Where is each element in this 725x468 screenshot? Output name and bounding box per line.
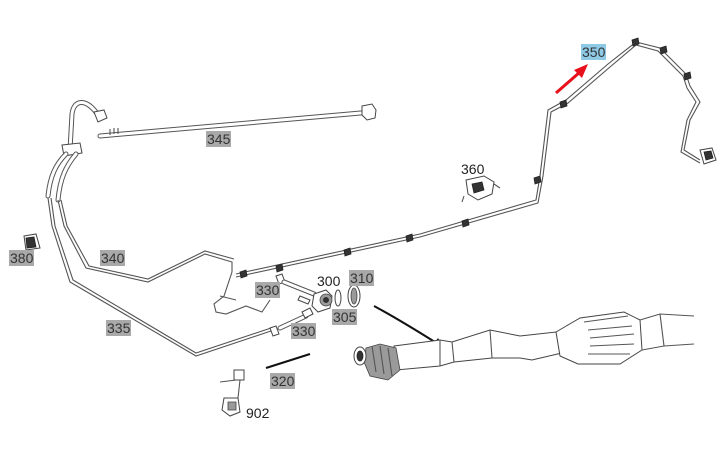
clip-380 xyxy=(23,233,41,251)
label-360: 360 xyxy=(461,161,485,177)
pipe-upper-bend xyxy=(45,100,108,203)
gasket-305 xyxy=(334,289,342,307)
part-330-upper xyxy=(275,273,317,305)
label-380: 380 xyxy=(9,250,35,266)
rod-320 xyxy=(265,353,311,369)
label-340: 340 xyxy=(100,250,126,266)
valve-300 xyxy=(311,289,333,313)
pipe-345 xyxy=(97,103,377,139)
label-350: 350 xyxy=(581,44,607,60)
bracket-assembly xyxy=(213,271,271,315)
label-330-lower: 330 xyxy=(291,323,317,339)
sensor-902 xyxy=(219,369,245,417)
label-300: 300 xyxy=(317,273,341,289)
part-330-lower xyxy=(269,307,314,337)
clamp-310 xyxy=(347,284,361,308)
label-305: 305 xyxy=(332,309,358,325)
exhaust-assembly xyxy=(353,311,695,381)
label-310: 310 xyxy=(349,270,375,286)
red-arrow-icon xyxy=(555,64,588,95)
pipe-335 xyxy=(47,197,275,357)
label-330-upper: 330 xyxy=(255,282,281,298)
sensor-360 xyxy=(461,175,501,203)
label-345: 345 xyxy=(206,131,232,147)
pipe-350 xyxy=(235,37,717,279)
label-320: 320 xyxy=(270,373,296,389)
label-335: 335 xyxy=(106,320,132,336)
pipe-340 xyxy=(57,199,235,283)
label-902: 902 xyxy=(246,405,270,421)
